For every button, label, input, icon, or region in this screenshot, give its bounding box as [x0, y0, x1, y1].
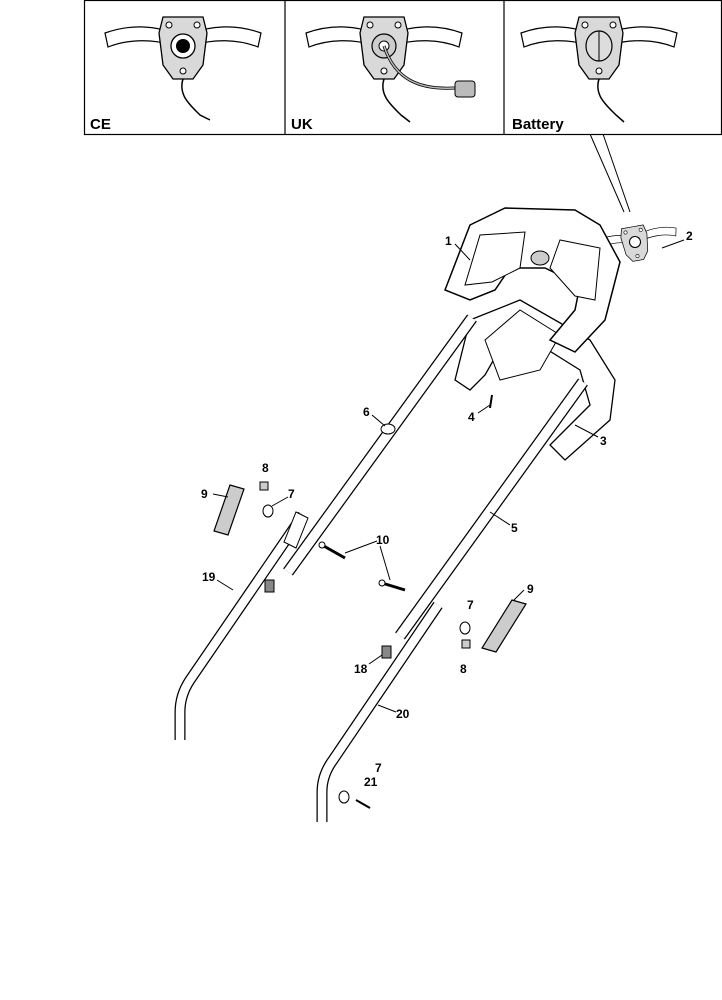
- callout-6: 6: [363, 405, 370, 419]
- part-1-upper-handle: [444, 207, 621, 353]
- part-10-bolts: [318, 541, 406, 592]
- panel-label-uk: UK: [291, 116, 313, 133]
- part-4-screw: [489, 394, 493, 409]
- leader-line: [602, 133, 631, 213]
- panel-label-battery: Battery: [512, 116, 564, 133]
- variant-panels: CE UK Battery: [83, 0, 722, 213]
- part-7-washer: [459, 621, 471, 635]
- part-2-switch-box: [589, 219, 681, 269]
- callout-20: 20: [396, 707, 410, 721]
- leader-line: [589, 133, 625, 213]
- panel-ce: CE: [90, 16, 262, 133]
- callout-7: 7: [375, 761, 382, 775]
- part-7-washer: [262, 504, 274, 518]
- callout-19: 19: [202, 570, 216, 584]
- part-20-right-lower-tube: [316, 601, 443, 822]
- callout-18: 18: [354, 662, 368, 676]
- callout-9: 9: [527, 582, 534, 596]
- part-19-left-lower-tube: [174, 511, 309, 740]
- part-8-right-nut: [461, 639, 471, 649]
- part-18-spring: [264, 579, 275, 593]
- callout-7: 7: [467, 598, 474, 612]
- callout-leaders: [212, 239, 685, 713]
- panel-uk: UK: [291, 16, 476, 133]
- part-8-left-nut: [259, 481, 269, 491]
- callout-8: 8: [262, 461, 269, 475]
- part-21-screw: [355, 799, 371, 809]
- part-6-left-upper-tube: [283, 314, 477, 576]
- part-18-spring: [381, 645, 392, 659]
- part-5-right-upper-tube: [395, 378, 588, 640]
- part-7-washer: [338, 790, 350, 804]
- callout-labels: 1 2 3 4 5 6 7 8 9 10 19 7 9 8 18 20 7 21: [201, 229, 693, 789]
- callout-21: 21: [364, 775, 378, 789]
- callout-3: 3: [600, 434, 607, 448]
- callout-9: 9: [201, 487, 208, 501]
- callout-2: 2: [686, 229, 693, 243]
- callout-8: 8: [460, 662, 467, 676]
- panel-label-ce: CE: [90, 116, 111, 133]
- callout-1: 1: [445, 234, 452, 248]
- part-9-right-grip: [481, 599, 527, 653]
- callout-4: 4: [468, 410, 475, 424]
- panel-battery: Battery: [512, 16, 678, 133]
- callout-7: 7: [288, 487, 295, 501]
- callout-10: 10: [376, 533, 390, 547]
- callout-5: 5: [511, 521, 518, 535]
- part-9-left-grip: [213, 484, 245, 536]
